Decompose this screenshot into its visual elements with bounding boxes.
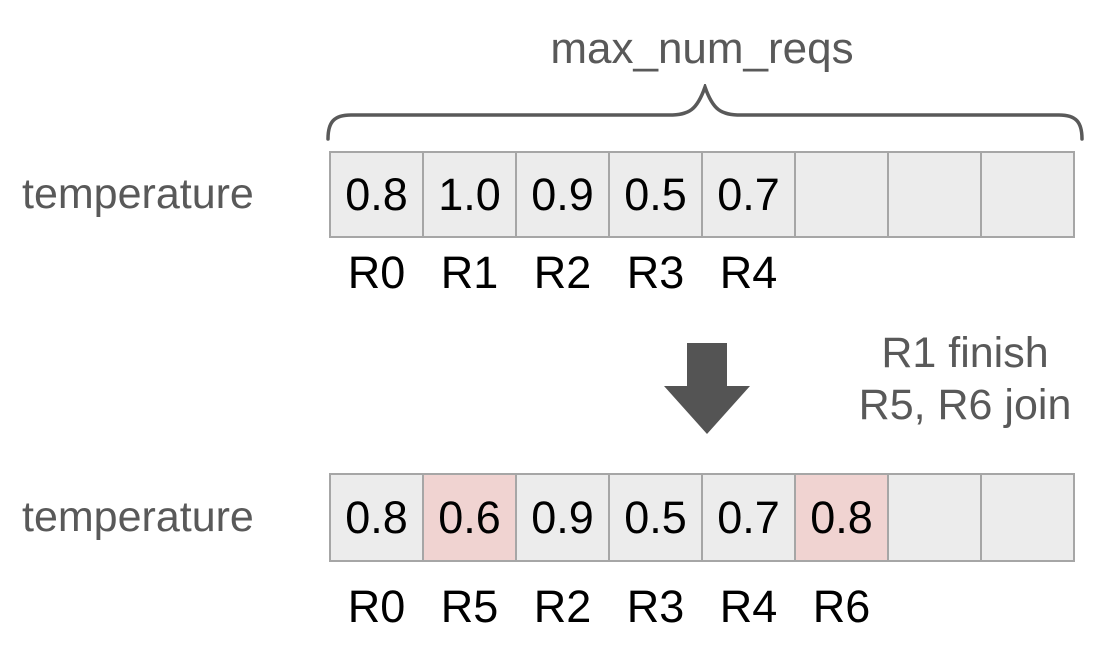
array-cell: 0.6 — [424, 475, 515, 560]
temperature-array-after: 0.8 0.6 0.9 0.5 0.7 0.8 — [329, 473, 1075, 562]
array-cell: 0.7 — [703, 475, 794, 560]
max-num-reqs-label: max_num_reqs — [550, 24, 854, 73]
array-cell: 0.7 — [703, 153, 794, 236]
request-labels-before: R0 R1 R2 R3 R4 — [329, 249, 1075, 297]
down-arrow-icon — [664, 343, 750, 434]
row-label-temperature-after: temperature — [22, 493, 254, 541]
transition-line2: R5, R6 join — [858, 381, 1072, 429]
array-cell-empty — [982, 475, 1073, 560]
array-cell: 0.9 — [517, 153, 608, 236]
array-cell: 0.9 — [517, 475, 608, 560]
request-label: R3 — [626, 581, 685, 632]
request-label: R1 — [440, 247, 499, 298]
request-label: R5 — [440, 581, 499, 632]
array-cell: 0.8 — [331, 153, 422, 236]
request-label: R3 — [626, 247, 685, 298]
request-label-empty — [889, 583, 980, 631]
array-cell: 1.0 — [424, 153, 515, 236]
request-label: R2 — [533, 247, 592, 298]
array-cell: 0.8 — [331, 475, 422, 560]
request-label: R0 — [347, 247, 406, 298]
array-cell-empty — [889, 153, 980, 236]
request-label: R6 — [812, 581, 871, 632]
array-cell: 0.5 — [610, 153, 701, 236]
array-cell: 0.5 — [610, 475, 701, 560]
brace-icon — [326, 84, 1084, 141]
row-label-temperature-before: temperature — [22, 170, 254, 218]
request-label: R2 — [533, 581, 592, 632]
request-label-empty — [889, 249, 980, 297]
request-label-empty — [982, 583, 1073, 631]
array-cell-empty — [982, 153, 1073, 236]
array-cell-empty — [796, 153, 887, 236]
request-label: R4 — [719, 581, 778, 632]
array-cell-empty — [889, 475, 980, 560]
transition-annotation: R1 finish R5, R6 join — [820, 327, 1110, 431]
request-label-empty — [796, 249, 887, 297]
request-label-empty — [982, 249, 1073, 297]
transition-line1: R1 finish — [881, 329, 1049, 377]
request-label: R4 — [719, 247, 778, 298]
array-cell: 0.8 — [796, 475, 887, 560]
temperature-array-before: 0.8 1.0 0.9 0.5 0.7 — [329, 151, 1075, 238]
request-labels-after: R0 R5 R2 R3 R4 R6 — [329, 583, 1075, 631]
request-label: R0 — [347, 581, 406, 632]
